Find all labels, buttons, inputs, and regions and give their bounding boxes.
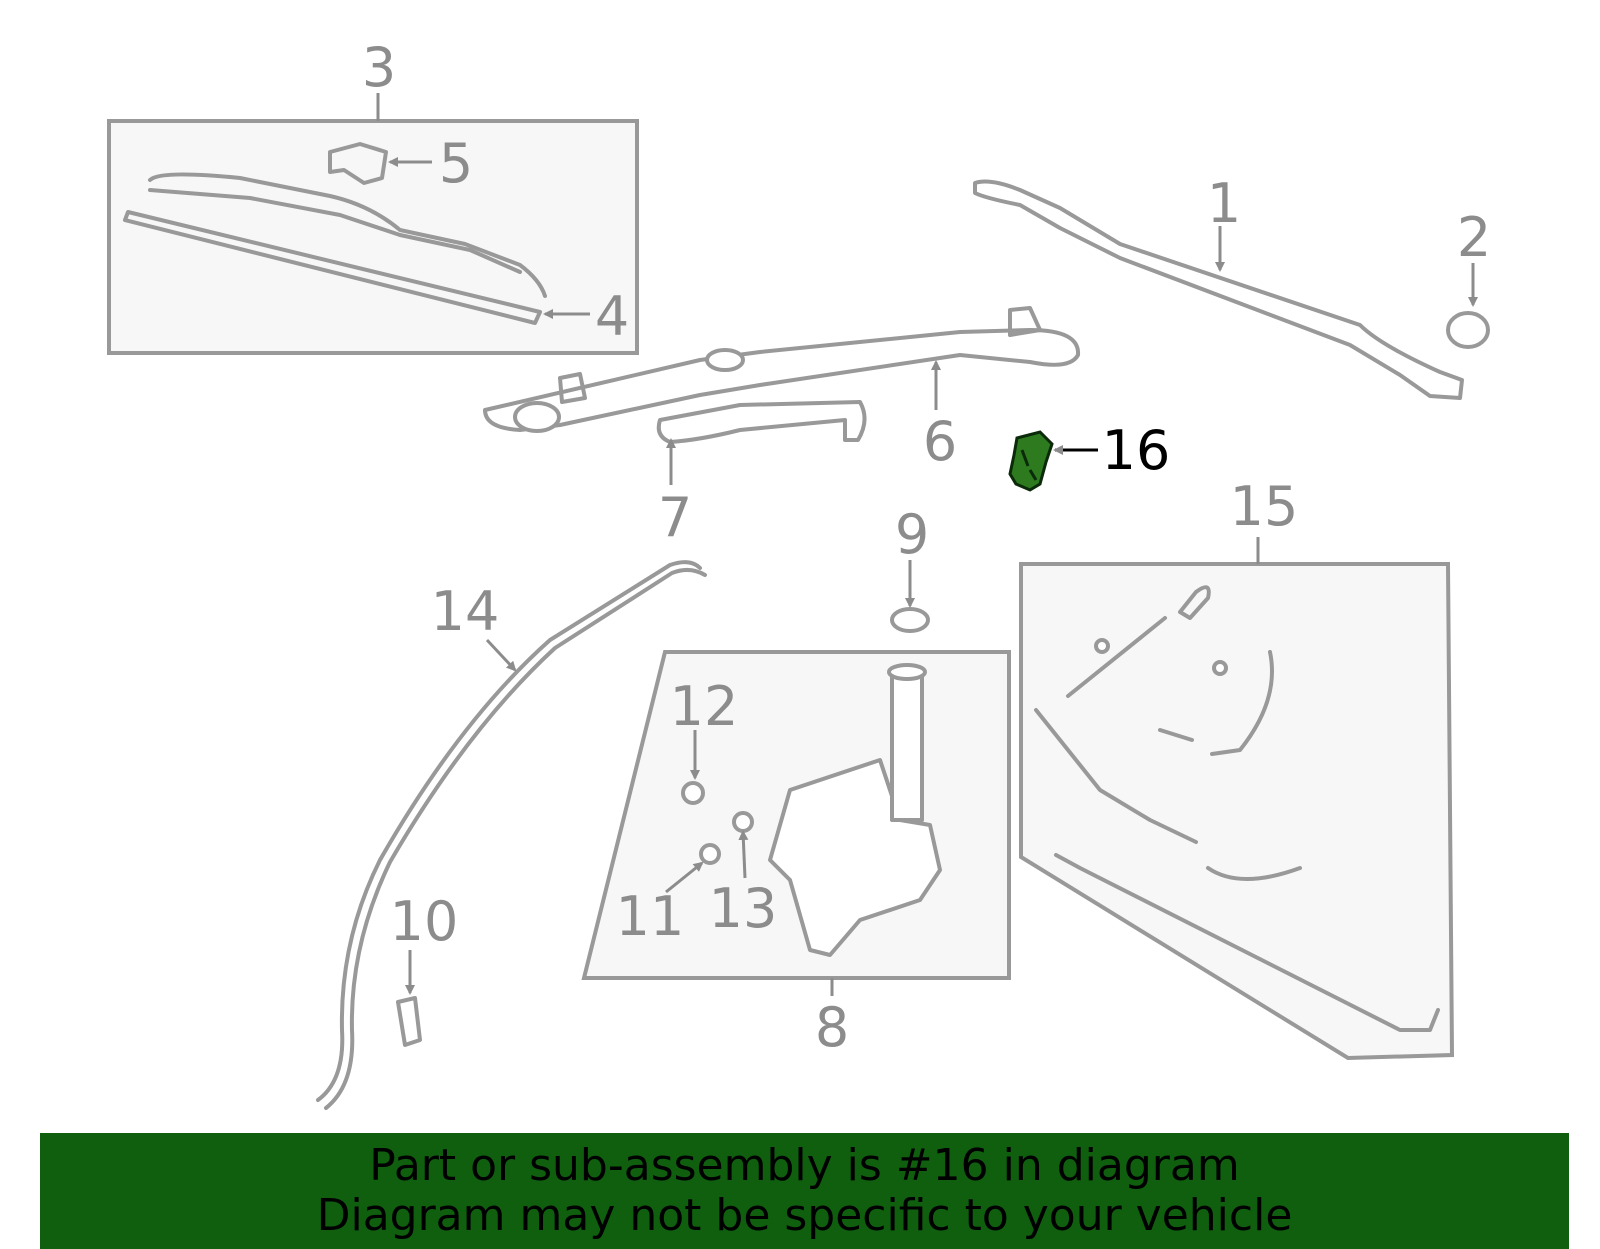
arm-cap xyxy=(1446,263,1490,349)
callout-13: 13 xyxy=(709,877,778,940)
callout-2: 2 xyxy=(1457,206,1491,269)
callout-16: 16 xyxy=(1102,419,1171,482)
callout-6: 6 xyxy=(923,410,957,473)
callout-12: 12 xyxy=(670,675,739,738)
reservoir-inset xyxy=(581,650,1011,996)
callout-10: 10 xyxy=(390,890,459,953)
washer-pump xyxy=(396,950,422,1047)
callout-14: 14 xyxy=(431,580,500,643)
callout-4: 4 xyxy=(595,285,629,348)
wiper-arm xyxy=(973,179,1464,400)
callout-1: 1 xyxy=(1207,172,1241,235)
callout-7: 7 xyxy=(658,486,692,549)
callout-5: 5 xyxy=(439,132,473,195)
reservoir-cap xyxy=(890,560,930,633)
cowl-inset xyxy=(1019,537,1455,1061)
callout-8: 8 xyxy=(815,996,849,1059)
callout-3: 3 xyxy=(362,36,396,99)
callout-9: 9 xyxy=(895,503,929,566)
wiper-blade-inset xyxy=(107,93,639,355)
washer-nozzle-highlighted xyxy=(1008,430,1098,492)
banner-line-part: Part or sub-assembly is #16 in diagram xyxy=(369,1140,1240,1191)
banner-line-disclaimer: Diagram may not be specific to your vehi… xyxy=(316,1190,1293,1241)
wiper-linkage xyxy=(483,306,1081,433)
wiper-motor xyxy=(656,400,867,485)
callout-15: 15 xyxy=(1230,475,1299,538)
callout-11: 11 xyxy=(616,885,685,948)
washer-hose xyxy=(316,560,707,1110)
info-banner: Part or sub-assembly is #16 in diagram D… xyxy=(40,1133,1569,1249)
